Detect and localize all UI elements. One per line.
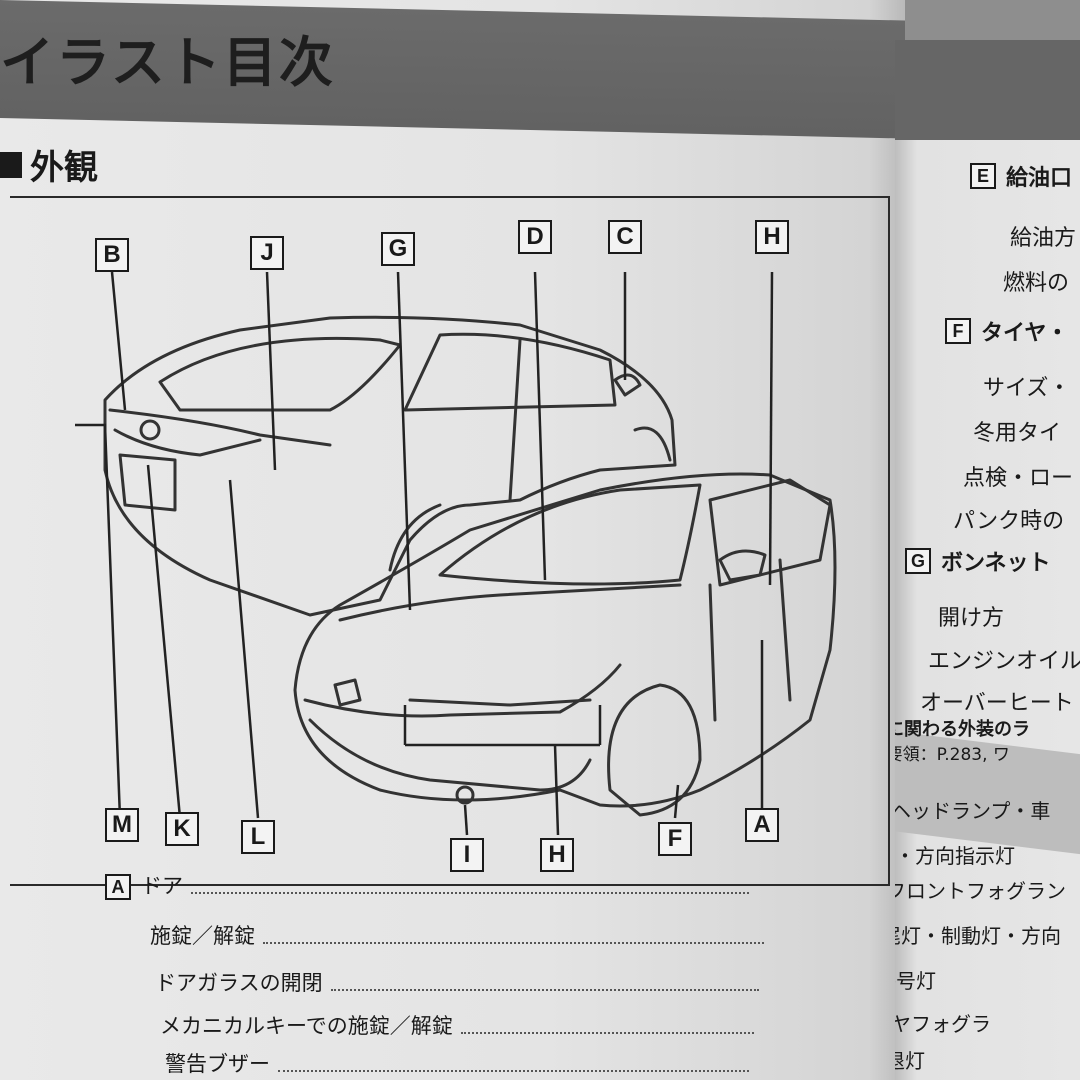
r-item: 燃料の: [1003, 265, 1069, 297]
label-k: K: [165, 812, 199, 846]
leader-dots: [331, 987, 759, 991]
entry-mechanical-key: メカニカルキーでの施錠／解錠: [160, 1010, 760, 1040]
label-b: B: [95, 238, 129, 272]
r-item-e: E 給油口: [970, 160, 1072, 192]
rear-light-bar: [115, 430, 260, 455]
rear-mirror: [615, 375, 640, 395]
r-text: 番号灯: [895, 965, 936, 994]
rear-window: [160, 338, 400, 410]
r-item: エンジンオイル: [928, 643, 1080, 675]
entry-text: メカニカルキーでの施錠／解錠: [160, 1010, 453, 1040]
front-grille: [310, 720, 590, 790]
entry-lock-unlock: 施錠／解錠: [150, 920, 770, 950]
front-emblem: [335, 680, 360, 705]
rear-emblem: [141, 421, 159, 439]
right-page: E 給油口 給油方 燃料の F タイヤ・ サイズ・ 冬用タイ 点検・ロー パンク…: [895, 40, 1080, 1080]
r-item: 後退灯: [895, 1045, 925, 1074]
rear-plate-area: [120, 455, 175, 510]
entry-text: ドアガラスの開閉: [155, 967, 323, 997]
r-item-k: K 番号灯: [895, 965, 936, 994]
front-bumper: [305, 665, 620, 716]
r-item: ・方向指示灯: [895, 840, 1015, 869]
r-item-f: F タイヤ・: [945, 315, 1068, 347]
label-m: M: [105, 808, 139, 842]
car-illustration: [0, 0, 905, 1080]
r-letter: G: [905, 548, 931, 574]
label-a: A: [745, 808, 779, 842]
r-item: パンク時の: [953, 503, 1064, 535]
leader-dots: [263, 940, 764, 944]
leader-dots: [191, 890, 749, 894]
r-text: 尾灯・制動灯・方向: [895, 920, 1061, 949]
left-page: イラスト目次 外観: [0, 0, 905, 1080]
r-text: フロントフォグラン: [895, 875, 1066, 904]
r-item: 冬用タイ: [973, 415, 1061, 447]
label-f: F: [658, 822, 692, 856]
r-section-note: (交換要領：P.283, ワ: [895, 740, 1010, 765]
entry-letter: A: [105, 874, 131, 900]
rear-door-line: [510, 340, 520, 500]
front-windshield: [440, 485, 700, 584]
r-item-j: J 尾灯・制動灯・方向: [895, 920, 1061, 949]
right-header-band: [895, 40, 1080, 140]
r-section-heading: 走行に関わる外装のラ: [895, 715, 1030, 741]
front-headlight: [410, 700, 590, 705]
label-l: L: [241, 820, 275, 854]
r-text: リヤフォグラ: [895, 1008, 991, 1037]
r-item-i: I フロントフォグラン: [895, 875, 1066, 904]
r-item-g: G ボンネット: [905, 545, 1051, 577]
r-item: 給油方: [1010, 220, 1076, 252]
rear-wheel: [390, 505, 440, 570]
r-item: 開け方: [938, 600, 1004, 632]
front-car-body: [295, 474, 835, 806]
label-h-bottom: H: [540, 838, 574, 872]
r-text: ヘッドランプ・車: [895, 795, 1050, 824]
entry-door-glass: ドアガラスの開閉: [155, 967, 765, 997]
label-c: C: [608, 220, 642, 254]
label-j: J: [250, 236, 284, 270]
r-letter: E: [970, 163, 996, 189]
r-text: 給油口: [1006, 160, 1072, 192]
label-h-top: H: [755, 220, 789, 254]
label-i: I: [450, 838, 484, 872]
entry-text: 施錠／解錠: [150, 920, 255, 950]
rear-trunk-line: [110, 410, 330, 445]
leader-dots: [278, 1068, 749, 1072]
entry-text: 警告ブザー: [165, 1048, 270, 1078]
r-text: ボンネット: [941, 545, 1051, 577]
label-g: G: [381, 232, 415, 266]
label-d: D: [518, 220, 552, 254]
r-item: 点検・ロー: [963, 460, 1073, 492]
entry-text: ドア: [141, 870, 183, 900]
entry-warning-buzzer: 警告ブザー: [165, 1048, 755, 1078]
r-letter: F: [945, 318, 971, 344]
leader-dots: [461, 1030, 754, 1034]
r-item-h: H ヘッドランプ・車: [895, 795, 1050, 824]
front-mirror: [720, 551, 765, 580]
front-hood-line: [340, 585, 680, 620]
entry-door: A ドア: [105, 870, 755, 900]
r-item: サイズ・: [983, 370, 1070, 402]
r-item-l: L リヤフォグラ: [895, 1008, 991, 1037]
rear-wheel-front: [635, 428, 670, 460]
r-item: オーバーヒート: [920, 685, 1074, 717]
r-text: タイヤ・: [981, 315, 1068, 347]
